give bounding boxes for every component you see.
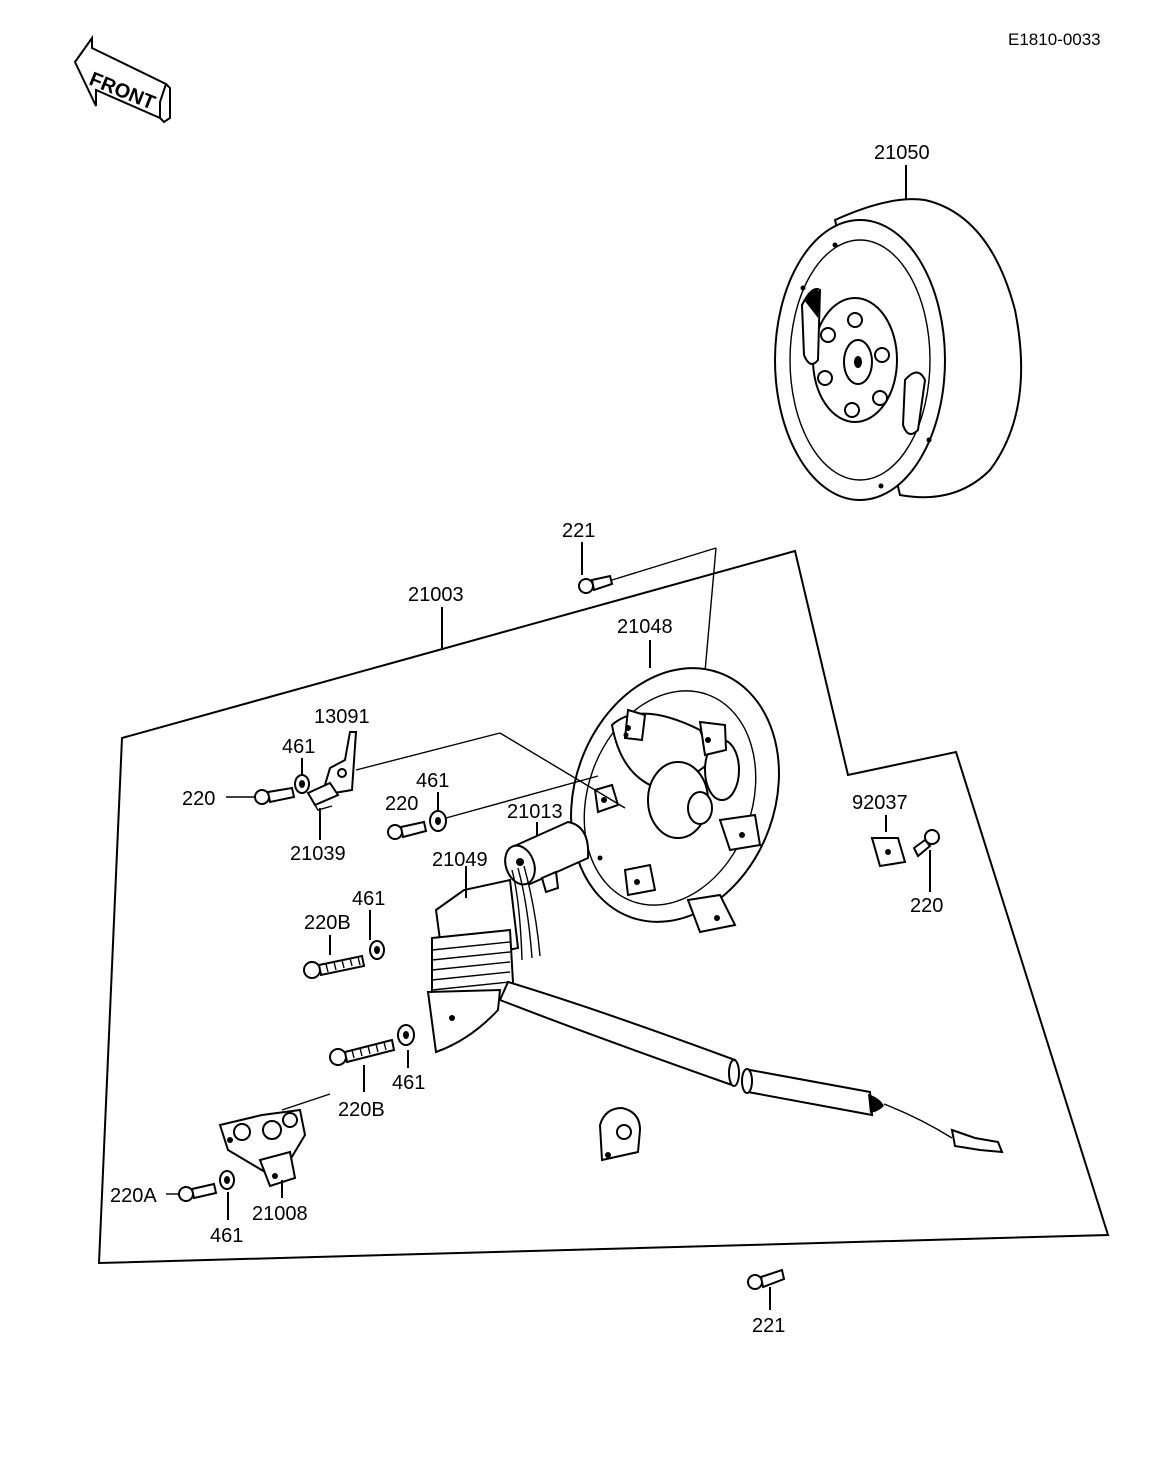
washer-461-e xyxy=(219,1170,235,1190)
screw-221-bottom xyxy=(747,1268,786,1290)
washer-461-a xyxy=(294,774,310,794)
callout-21049: 21049 xyxy=(432,849,488,871)
callout-221-bottom: 221 xyxy=(752,1315,785,1337)
clamp-21039 xyxy=(306,781,340,811)
callout-13091: 13091 xyxy=(314,706,370,728)
breaker-21008 xyxy=(218,1093,331,1188)
callout-461-d: 461 xyxy=(352,888,385,910)
screw-220B-b xyxy=(329,1038,396,1066)
washer-461-c xyxy=(397,1024,415,1046)
wire-harness xyxy=(498,980,1004,1154)
washer-461-d xyxy=(369,940,385,960)
callout-21013: 21013 xyxy=(507,801,563,823)
callout-21003: 21003 xyxy=(408,584,464,606)
callout-461-c: 461 xyxy=(392,1072,425,1094)
screw-220-b xyxy=(387,820,428,840)
callout-220A: 220A xyxy=(110,1185,157,1207)
callout-92037: 92037 xyxy=(852,792,908,814)
stator-plate xyxy=(570,667,780,934)
callout-220-c: 220 xyxy=(910,895,943,917)
callout-461-e: 461 xyxy=(210,1225,243,1247)
grommet xyxy=(598,1106,642,1162)
callout-21008: 21008 xyxy=(252,1203,308,1225)
clip-92037 xyxy=(870,837,907,868)
screw-220-c xyxy=(912,829,940,858)
callout-21050: 21050 xyxy=(874,142,930,164)
front-arrow-icon: FRONT xyxy=(73,34,171,124)
screw-220-a xyxy=(226,786,296,805)
callout-220B-a: 220B xyxy=(304,912,351,934)
flywheel-rotor xyxy=(774,198,1023,501)
condenser-21013 xyxy=(504,820,590,894)
callout-221-top: 221 xyxy=(562,520,595,542)
screw-220B-a xyxy=(303,954,366,979)
washer-461-b xyxy=(429,775,599,832)
callout-461-b: 461 xyxy=(416,770,449,792)
assembly-outline xyxy=(97,549,1110,1265)
callout-21048: 21048 xyxy=(617,616,673,638)
callout-220-b: 220 xyxy=(385,793,418,815)
screw-220A xyxy=(166,1182,218,1202)
callout-220-a: 220 xyxy=(182,788,215,810)
callout-220B-b: 220B xyxy=(338,1099,385,1121)
callout-461-a: 461 xyxy=(282,736,315,758)
coil-21049 xyxy=(426,865,541,1054)
callout-21039: 21039 xyxy=(290,843,346,865)
plate-13091 xyxy=(320,731,626,809)
reference-code: E1810-0033 xyxy=(1008,30,1101,49)
